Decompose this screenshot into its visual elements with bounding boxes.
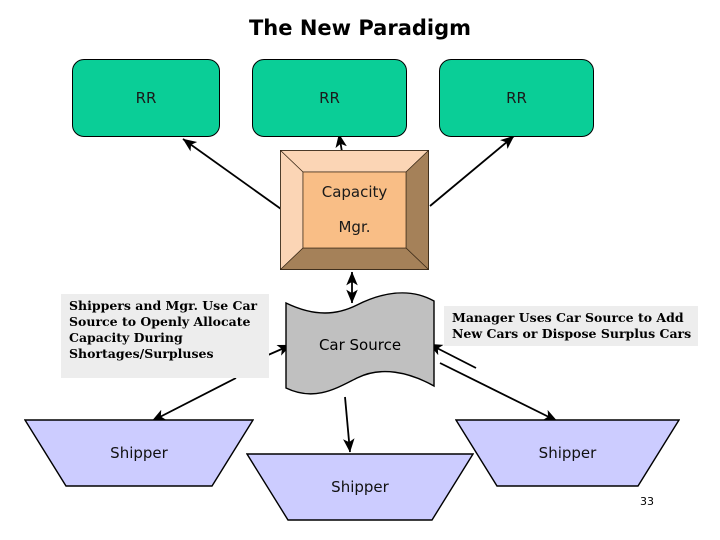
note-right: Manager Uses Car Source to Add New Cars … [444, 306, 698, 346]
note-left: Shippers and Mgr. Use Car Source to Open… [61, 294, 269, 378]
shipper-middle-trapezoid-shape [245, 453, 475, 521]
capacity-manager-labels: Capacity Mgr. [280, 150, 429, 270]
capacity-manager-label-line1: Capacity [321, 183, 388, 201]
car-source-label: Car Source [318, 335, 402, 354]
rr-box-2-label: RR [319, 89, 340, 107]
shipper-right-label: Shipper [538, 444, 597, 462]
car-source-wave-shape [285, 292, 435, 395]
shipper-right-trapezoid-shape [454, 419, 681, 487]
shipper-middle-label: Shipper [331, 478, 389, 496]
rr-box-3[interactable]: RR [439, 59, 594, 137]
car-source-node[interactable]: Car Source [285, 292, 435, 397]
shipper-left-trapezoid-shape [23, 419, 255, 487]
car-source-label-wrap: Car Source [285, 292, 435, 397]
shipper-middle-label-wrap: Shipper [246, 453, 474, 521]
rr-box-1[interactable]: RR [72, 59, 220, 137]
capacity-manager-node[interactable]: Capacity Mgr. [280, 150, 429, 270]
shipper-left-label-wrap: Shipper [24, 419, 254, 487]
capacity-manager-label-line2: Mgr. [338, 218, 371, 236]
shipper-node-left[interactable]: Shipper [23, 419, 255, 487]
shipper-right-label-wrap: Shipper [455, 419, 680, 487]
rr-box-3-label: RR [506, 89, 527, 107]
page-title: The New Paradigm [248, 16, 472, 40]
rr-box-1-label: RR [135, 89, 157, 107]
shipper-node-right[interactable]: Shipper [454, 419, 681, 487]
shipper-left-label: Shipper [110, 444, 168, 462]
page-number: 33 [640, 495, 654, 508]
rr-box-2[interactable]: RR [252, 59, 407, 137]
capacity-manager-frame-shape [280, 150, 429, 270]
shipper-node-middle[interactable]: Shipper [245, 453, 475, 521]
